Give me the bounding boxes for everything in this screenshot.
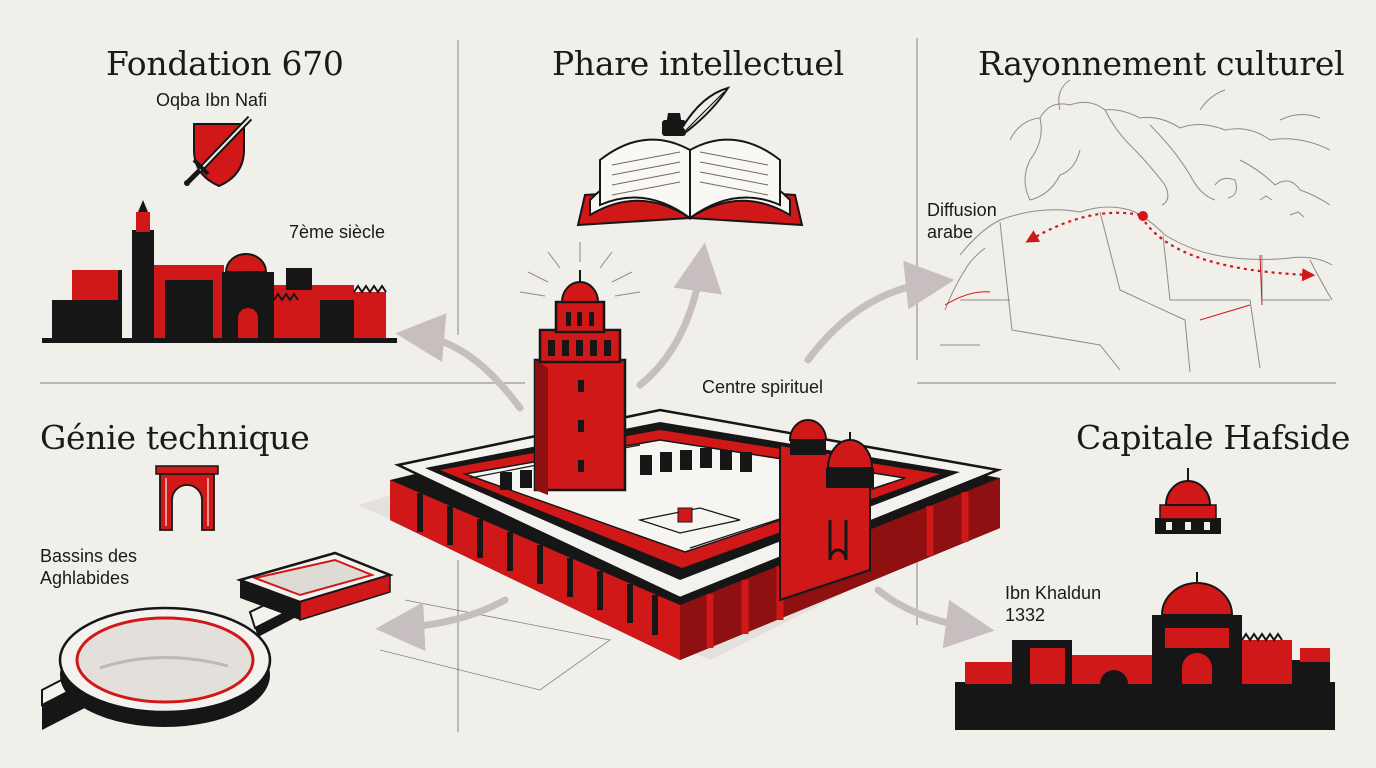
technique-basins-line2: Aghlabides <box>40 568 130 588</box>
arch-icon <box>155 465 219 531</box>
technique-basins-label: Bassins des Aghlabides <box>40 545 137 589</box>
dome-icon <box>1155 468 1221 534</box>
culture-diffusion-line2: arabe <box>927 222 974 242</box>
hafside-title: Capitale Hafside <box>1076 418 1351 457</box>
book-quill-icon <box>576 86 804 227</box>
hafside-khaldun-line1: Ibn Khaldun <box>1005 583 1102 603</box>
connector-arrows <box>375 242 995 652</box>
culture-title: Rayonnement culturel <box>978 44 1345 83</box>
culture-diffusion-line1: Diffusion <box>927 200 997 220</box>
diffusion-route <box>944 211 1316 321</box>
foundation-skyline <box>42 200 397 343</box>
foundation-founder: Oqba Ibn Nafi <box>156 90 268 110</box>
foundation-title: Fondation 670 <box>106 44 344 83</box>
grid-dividers <box>40 38 1336 732</box>
intellect-title: Phare intellectuel <box>552 44 844 83</box>
hafside-khaldun-label: Ibn Khaldun 1332 <box>1005 582 1101 626</box>
technique-title: Génie technique <box>40 418 310 457</box>
shield-sword-icon <box>184 115 253 188</box>
hafside-skyline <box>955 572 1335 730</box>
technique-basins-line1: Bassins des <box>40 546 138 566</box>
hafside-khaldun-line2: 1332 <box>1005 605 1046 625</box>
spiritual-center-label: Centre spirituel <box>702 377 824 397</box>
foundation-century: 7ème siècle <box>289 222 386 242</box>
culture-diffusion-label: Diffusion arabe <box>927 199 997 243</box>
aghlabid-basins <box>41 551 394 730</box>
map-icon <box>940 79 1333 373</box>
great-mosque-illustration <box>358 242 1003 691</box>
minaret <box>519 242 641 495</box>
